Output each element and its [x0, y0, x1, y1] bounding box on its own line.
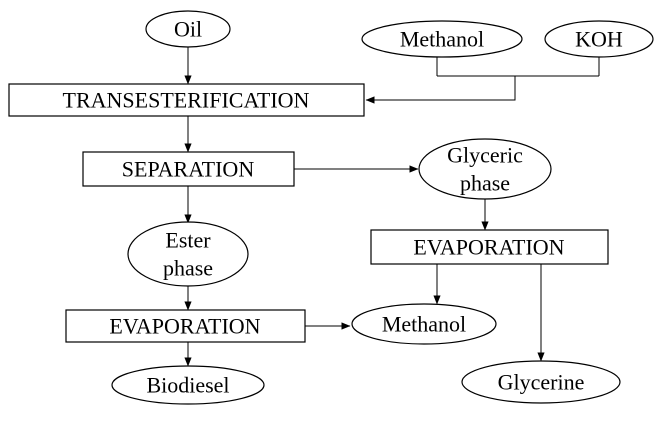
methanol-input-node: Methanol: [361, 20, 523, 58]
koh-node: KOH: [544, 20, 654, 58]
glyceric-phase-node: Glyceric phase: [418, 138, 552, 200]
biodiesel-label: Biodiesel: [146, 373, 229, 398]
oil-node: Oil: [145, 10, 231, 48]
methanol-output-node: Methanol: [351, 303, 497, 345]
ester-phase-node: Ester phase: [127, 221, 249, 287]
transesterification-node: TRANSESTERIFICATION: [8, 83, 365, 117]
koh-label: KOH: [575, 27, 623, 52]
glyceric-phase-label-line1: Glyceric: [447, 143, 523, 168]
separation-label: SEPARATION: [122, 157, 255, 182]
glyceric-phase-label-line2: phase: [460, 171, 510, 196]
oil-label: Oil: [174, 17, 202, 42]
edges: [184, 47, 600, 367]
methanol-input-label: Methanol: [400, 27, 484, 52]
glycerine-node: Glycerine: [461, 360, 621, 404]
methanol-output-label: Methanol: [382, 312, 466, 337]
evaporation-left-label: EVAPORATION: [109, 314, 260, 339]
evaporation-right-label: EVAPORATION: [413, 235, 564, 260]
ester-phase-label-line1: Ester: [165, 228, 211, 253]
glycerine-label: Glycerine: [498, 370, 585, 395]
arrow-reagents-to-transesterification: [365, 76, 516, 104]
separation-node: SEPARATION: [82, 151, 295, 187]
ester-phase-label-line2: phase: [163, 256, 213, 281]
evaporation-left-node: EVAPORATION: [65, 309, 306, 343]
evaporation-right-node: EVAPORATION: [370, 229, 609, 265]
transesterification-label: TRANSESTERIFICATION: [63, 88, 310, 113]
biodiesel-node: Biodiesel: [111, 365, 265, 405]
